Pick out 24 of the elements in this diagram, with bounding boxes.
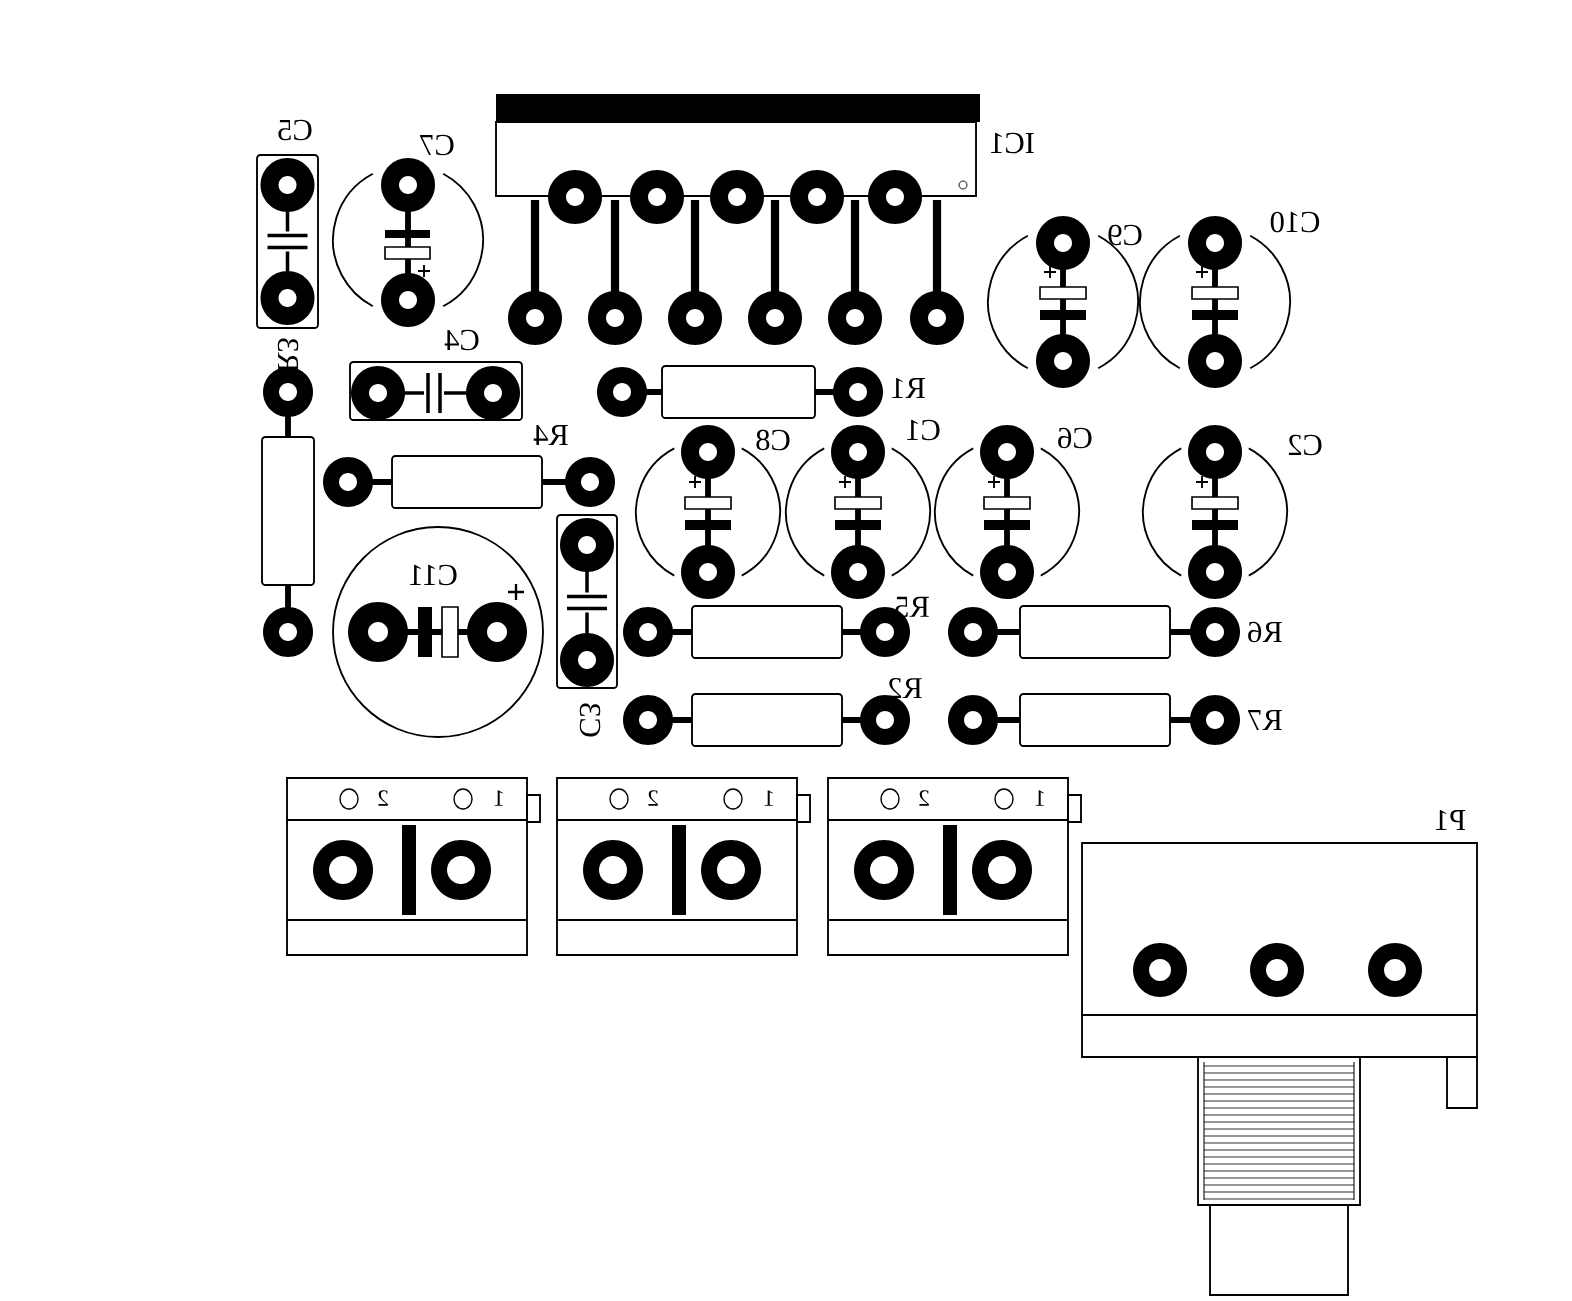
pin-number: 2	[919, 790, 929, 806]
component-label: C10	[1270, 211, 1320, 233]
component-label: C5	[278, 119, 312, 141]
component-label: R4	[533, 425, 568, 445]
pin-number: 2	[648, 790, 658, 806]
component-label: R6	[1248, 621, 1282, 643]
component-label: C6	[1058, 427, 1092, 449]
component-label: P1	[1435, 809, 1466, 831]
component-label: C3	[579, 703, 601, 737]
component-label: C4	[444, 329, 479, 351]
component-label: IC1	[991, 132, 1034, 154]
component-label: R1	[892, 377, 925, 399]
component-label: C2	[1288, 434, 1322, 456]
pin-number: 2	[378, 790, 388, 806]
component-label: C8	[756, 429, 790, 451]
component-label: C9	[1108, 224, 1142, 246]
component-label: C7	[420, 134, 454, 156]
pin-number: 1	[764, 790, 773, 806]
component-label: R2	[888, 677, 922, 699]
pin-number: 1	[494, 790, 503, 806]
pin-number: 1	[1035, 790, 1044, 806]
component-label: R7	[1248, 710, 1282, 730]
component-label: C11	[410, 564, 457, 586]
component-label: C1	[907, 419, 940, 441]
